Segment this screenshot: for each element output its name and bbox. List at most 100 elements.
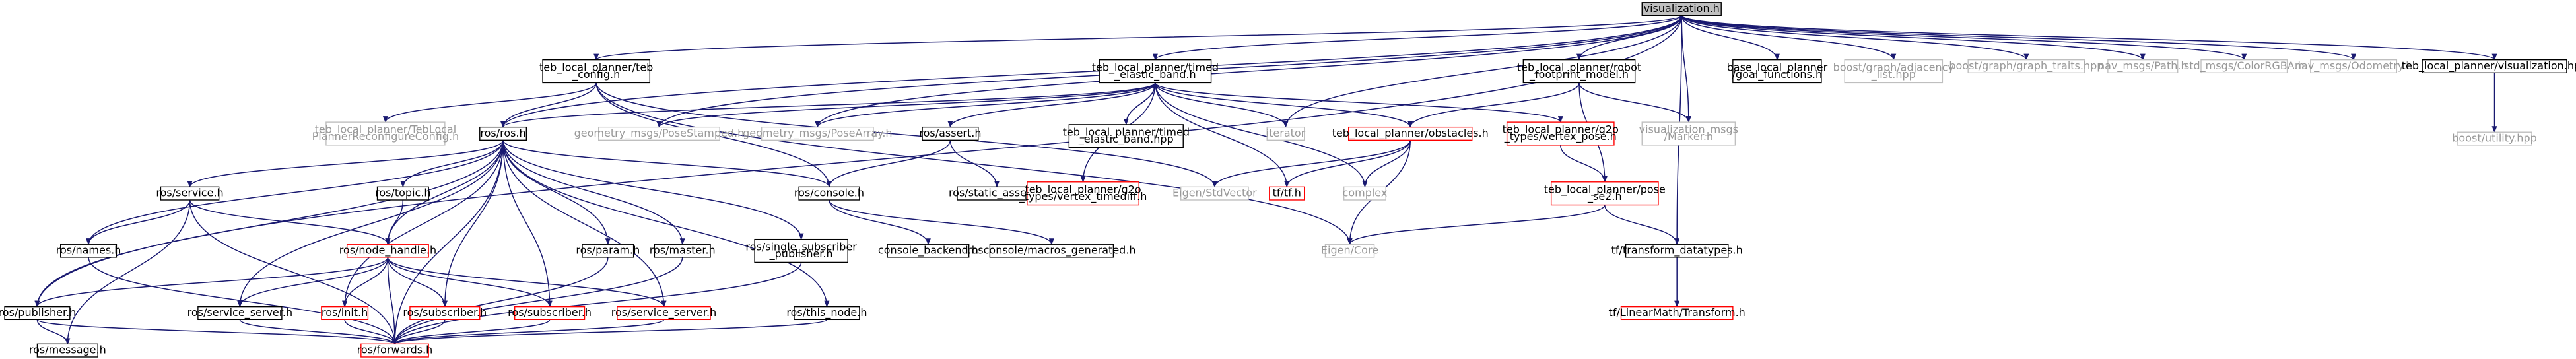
edge-timedband-to-complex <box>1155 82 1368 188</box>
node-label-recfg-line0: teb_local_planner/TebLocal <box>315 123 457 137</box>
node-label-master-line0: ros/master.h <box>650 244 716 257</box>
node-label-singlesub-line1: _publisher.h <box>769 247 833 261</box>
node-box-posese2 <box>1550 181 1659 206</box>
node-param[interactable]: ros/param.h <box>576 244 640 258</box>
node-service[interactable]: ros/service.h <box>156 186 224 201</box>
node-label-macrosgen-line0: rosconsole/macros_generated.h <box>967 244 1135 257</box>
node-box-vizhpp <box>2422 59 2567 74</box>
node-label-robotfp-line1: _footprint_model.h <box>1529 68 1629 81</box>
edge-viz-to-adjlist <box>1681 15 1897 61</box>
edge-viz-to-iterator <box>1283 15 1682 128</box>
node-label-recfg-line1: PlannerReconfigureConfig.h <box>312 130 459 143</box>
node-label-service-line0: ros/service.h <box>156 187 223 199</box>
node-label-console-line0: ros/console.h <box>794 187 864 199</box>
node-label-vtdiff-line0: teb_local_planner/g2o <box>1025 183 1141 196</box>
node-staticassert[interactable]: ros/static_assert.h <box>949 186 1045 201</box>
node-obstacles[interactable]: teb_local_planner/obstacles.h <box>1332 126 1489 141</box>
node-vtdiff[interactable]: teb_local_planner/g2o_types/vertex_timed… <box>1019 181 1147 206</box>
node-subscriber1[interactable]: ros/subscriber.h <box>403 306 487 321</box>
edge-rosh-to-serviceserver1 <box>237 140 504 308</box>
node-vertexpose[interactable]: teb_local_planner/g2o_types/vertex_pose.… <box>1503 121 1619 146</box>
node-topic[interactable]: ros/topic.h <box>375 186 431 201</box>
node-rosh[interactable]: ros/ros.h <box>479 126 527 141</box>
edge-rosh-to-publisher <box>34 140 504 308</box>
edge-viz-to-navpath <box>1681 15 2146 61</box>
node-tftf[interactable]: tf/tf.h <box>1269 186 1305 201</box>
node-publisher[interactable]: ros/publisher.h <box>0 306 76 321</box>
node-timedband[interactable]: teb_local_planner/timed_elastic_band.h <box>1092 59 1219 84</box>
node-label-boostutil-line0: boost/utility.hpp <box>2452 132 2536 145</box>
node-label-assert-line0: ros/assert.h <box>919 127 981 139</box>
node-label-param-line0: ros/param.h <box>576 244 640 257</box>
node-macrosgen[interactable]: rosconsole/macros_generated.h <box>967 244 1136 258</box>
edge-publisher-to-forwards <box>36 319 397 345</box>
node-box-rosh <box>479 126 527 141</box>
node-singlesub[interactable]: ros/single_subscriber_publisher.h <box>745 238 857 263</box>
node-box-serviceserver1 <box>197 306 283 321</box>
edge-nodehandle-to-subscriber1 <box>387 257 448 308</box>
node-adjlist: boost/graph/adjacency_list.hpp <box>1833 59 1954 84</box>
node-box-init <box>321 306 369 321</box>
edge-service-to-names <box>86 199 191 245</box>
node-tbhpp[interactable]: teb_local_planner/timed_elastic_band.hpp <box>1063 124 1190 148</box>
node-label-timedband-line0: teb_local_planner/timed <box>1092 61 1219 74</box>
node-label-vtdiff-line1: _types/vertex_timediff.h <box>1019 190 1147 203</box>
edge-obstacles-to-complex <box>1362 140 1411 188</box>
node-label-tebconfig-line0: teb_local_planner/teb <box>539 61 653 74</box>
node-box-viz <box>1641 2 1722 16</box>
edge-rosh-to-forwards <box>392 140 504 345</box>
node-box-iterator <box>1266 126 1305 141</box>
node-eigencore: Eigen/Core <box>1321 244 1378 258</box>
node-lmtransform[interactable]: tf/LinearMath/Transform.h <box>1609 306 1746 321</box>
edge-tbhpp-to-timedband <box>1126 82 1158 125</box>
node-label-viz-line0: visualization.h <box>1644 2 1720 15</box>
edge-timedband-to-tftf <box>1155 82 1290 188</box>
node-box-robotfp <box>1522 59 1636 84</box>
node-box-thisnode <box>794 306 860 321</box>
node-serviceserver1[interactable]: ros/service_server.h <box>187 306 292 321</box>
node-iterator: iterator <box>1266 126 1306 141</box>
node-subscriber2[interactable]: ros/subscriber.h <box>508 306 592 321</box>
edge-posese2-to-tftransform <box>1604 205 1680 245</box>
node-label-posearray-line0: geometry_msgs/PoseArray.h <box>743 127 892 140</box>
node-tebconfig[interactable]: teb_local_planner/teb_config.h <box>539 59 653 84</box>
node-basefn[interactable]: base_local_planner/goal_functions.h <box>1727 59 1828 84</box>
edge-publisher-to-message <box>36 319 71 345</box>
node-master[interactable]: ros/master.h <box>650 244 716 258</box>
node-box-complex <box>1343 186 1386 201</box>
node-posearray: geometry_msgs/PoseArray.h <box>743 126 893 141</box>
edge-vertexpose-to-posese2 <box>1560 145 1608 183</box>
node-message[interactable]: ros/message.h <box>29 343 106 358</box>
node-console[interactable]: ros/console.h <box>794 186 864 201</box>
edge-rosh-to-param <box>502 140 611 245</box>
node-box-forwards <box>360 343 429 358</box>
node-names[interactable]: ros/names.h <box>56 244 121 258</box>
node-box-tftf <box>1269 186 1305 201</box>
node-label-serviceserver1-line0: ros/service_server.h <box>187 306 292 319</box>
node-box-odom <box>2310 59 2398 74</box>
node-box-vertexpose <box>1506 121 1615 146</box>
node-box-subscriber2 <box>514 306 586 321</box>
edge-serviceserver2-to-forwards <box>392 319 665 345</box>
node-tftransform[interactable]: tf/transform_datatypes.h <box>1611 244 1743 258</box>
node-robotfp[interactable]: teb_local_planner/robot_footprint_model.… <box>1517 59 1641 84</box>
node-forwards[interactable]: ros/forwards.h <box>357 343 433 358</box>
node-posese2[interactable]: teb_local_planner/pose_se2.h <box>1544 181 1666 206</box>
node-label-serviceserver2-line0: ros/service_server.h <box>611 306 716 319</box>
node-nodehandle[interactable]: ros/node_handle.h <box>339 244 436 258</box>
node-viz[interactable]: visualization.h <box>1641 2 1722 16</box>
node-thisnode[interactable]: ros/this_node.h <box>786 306 867 321</box>
node-label-robotfp-line0: teb_local_planner/robot <box>1517 61 1641 74</box>
node-init[interactable]: ros/init.h <box>321 306 369 321</box>
node-serviceserver2[interactable]: ros/service_server.h <box>611 306 716 321</box>
node-vizhpp[interactable]: teb_local_planner/visualization.hpp <box>2402 59 2576 74</box>
edge-viz-to-tebconfig <box>593 15 1682 61</box>
node-box-subscriber1 <box>409 306 481 321</box>
node-assert[interactable]: ros/assert.h <box>919 126 982 141</box>
node-consolebackend[interactable]: console_backend.h <box>878 244 978 258</box>
node-label-vertexpose-line0: teb_local_planner/g2o <box>1503 123 1619 137</box>
node-label-basefn-line1: /goal_functions.h <box>1732 68 1823 81</box>
node-label-thisnode-line0: ros/this_node.h <box>786 306 867 319</box>
edge-serviceserver1-to-forwards <box>239 319 397 345</box>
